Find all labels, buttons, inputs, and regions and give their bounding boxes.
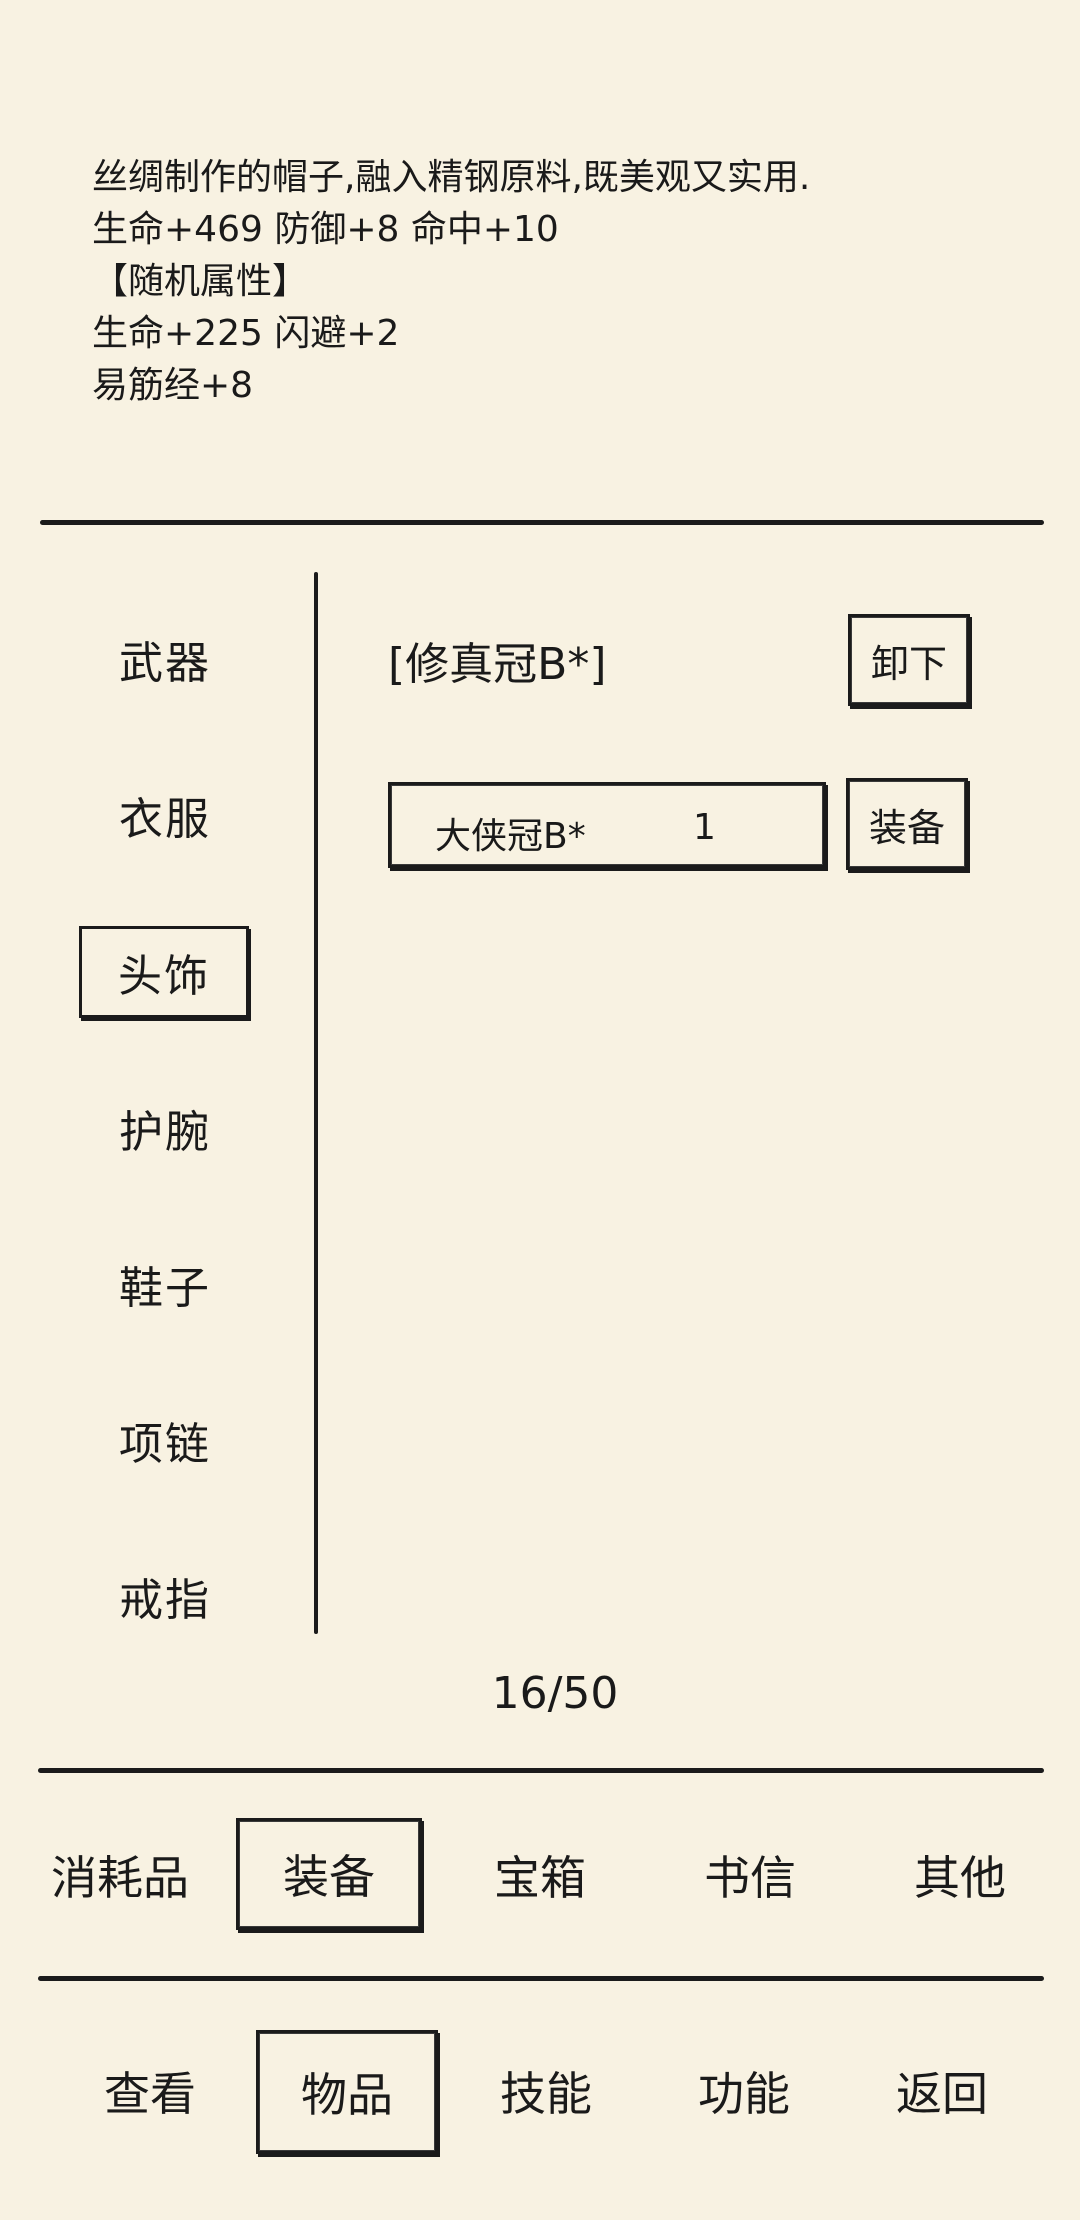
equip-label: 装备 [868,805,945,850]
category-label: 鞋子 [119,1263,211,1314]
tab-consumables[interactable]: 消耗品 [40,1820,200,1930]
tab-label: 书信 [704,1851,796,1905]
nav-view[interactable]: 查看 [80,2036,220,2146]
category-label: 武器 [119,638,211,689]
description-line: 丝绸制作的帽子,融入精钢原料,既美观又实用. [92,157,811,198]
category-bracer[interactable]: 护腕 [80,1083,250,1173]
tab-label: 装备 [283,1850,375,1904]
description-line: 生命+225 闪避+2 [92,313,400,354]
inventory-item-quantity: 1 [693,807,716,848]
tab-chests[interactable]: 宝箱 [470,1820,610,1930]
category-label: 护腕 [119,1107,211,1158]
category-shoes[interactable]: 鞋子 [80,1239,250,1329]
nav-items[interactable]: 物品 [256,2030,438,2154]
tab-equipment[interactable]: 装备 [236,1818,422,1930]
category-ring[interactable]: 戒指 [80,1551,250,1641]
equipped-item-name: [修真冠B*] [388,639,607,690]
nav-label: 技能 [500,2067,592,2121]
inventory-item-name: 大侠冠B* [435,816,586,857]
category-headwear[interactable]: 头饰 [79,926,249,1018]
divider-item-tabs [38,1768,1044,1773]
divider-top [40,520,1044,525]
category-label: 头饰 [118,951,210,1002]
tab-label: 消耗品 [51,1851,189,1905]
tab-letters[interactable]: 书信 [680,1820,820,1930]
divider-vertical [314,572,318,1634]
description-line: 生命+469 防御+8 命中+10 [92,209,559,250]
equip-button[interactable]: 装备 [846,778,968,870]
unequip-button[interactable]: 卸下 [848,614,970,706]
category-weapon[interactable]: 武器 [80,614,250,704]
nav-back[interactable]: 返回 [872,2036,1012,2146]
nav-label: 返回 [896,2067,988,2121]
inventory-counter: 16/50 [491,1668,619,1719]
description-line: 易筋经+8 [92,365,254,406]
unequip-label: 卸下 [870,641,947,686]
nav-label: 物品 [301,2068,393,2122]
nav-label: 功能 [698,2067,790,2121]
nav-skills[interactable]: 技能 [476,2036,616,2146]
tab-label: 其他 [914,1851,1006,1905]
inventory-item-row[interactable]: 大侠冠B* 1 [388,782,826,868]
category-label: 衣服 [119,794,211,845]
item-description: 丝绸制作的帽子,融入精钢原料,既美观又实用. 生命+469 防御+8 命中+10… [92,152,1032,412]
description-line: 【随机属性】 [92,261,309,302]
nav-label: 查看 [104,2067,196,2121]
category-clothes[interactable]: 衣服 [80,770,250,860]
category-label: 项链 [119,1419,211,1470]
category-label: 戒指 [119,1575,211,1626]
nav-functions[interactable]: 功能 [674,2036,814,2146]
divider-main-nav [38,1976,1044,1981]
tab-other[interactable]: 其他 [890,1820,1030,1930]
tab-label: 宝箱 [494,1851,586,1905]
category-necklace[interactable]: 项链 [80,1395,250,1485]
